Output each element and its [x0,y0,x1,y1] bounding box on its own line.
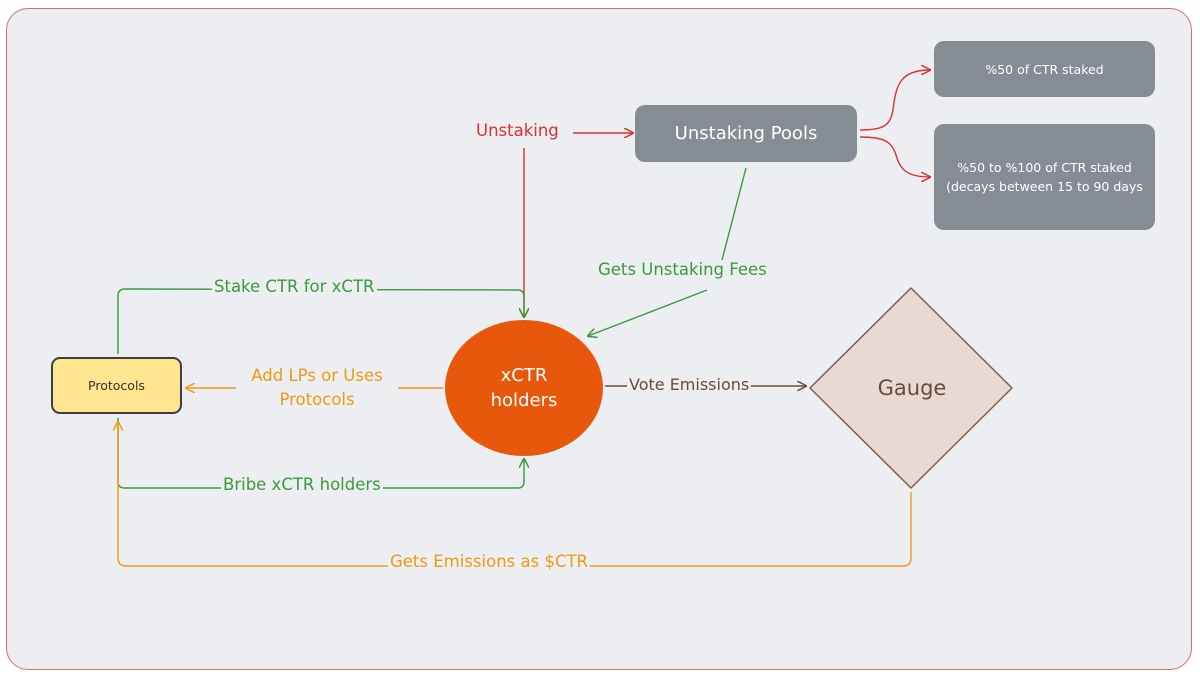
fees-arrow-upper [721,167,747,261]
pool-50-label: %50 of CTR staked [985,61,1104,77]
xctr-holders-node: xCTR holders [445,320,603,456]
gets-unstaking-fees-label: Gets Unstaking Fees [596,260,769,279]
unstaking-edge-label: Unstaking [474,121,561,140]
diagram-frame [6,8,1192,670]
gauge-diamond [809,287,1013,489]
add-lps-label: Add LPs or Uses Protocols [236,364,398,412]
pool-50-node: %50 of CTR staked [934,41,1155,97]
pool-50-100-node: %50 to %100 of CTR staked (decays betwee… [934,124,1155,230]
gauge-label: Gauge [877,376,947,400]
gauge-node: Gauge [812,288,1012,488]
stake-ctr-label: Stake CTR for xCTR [212,277,377,296]
pool-50-100-label: %50 to %100 of CTR staked (decays betwee… [946,160,1143,194]
unstaking-pools-label: Unstaking Pools [674,123,818,144]
bribe-label: Bribe xCTR holders [221,475,383,494]
protocols-label: Protocols [88,378,145,393]
pools-branch-bottom [859,136,930,177]
pools-branch-top [859,70,930,131]
unstaking-pools-node: Unstaking Pools [635,105,857,162]
protocols-node: Protocols [51,357,182,414]
xctr-holders-label: xCTR holders [490,365,558,411]
fees-arrow-lower [588,289,708,336]
vote-emissions-label: Vote Emissions [627,375,752,394]
gets-emissions-label: Gets Emissions as $CTR [388,552,591,571]
